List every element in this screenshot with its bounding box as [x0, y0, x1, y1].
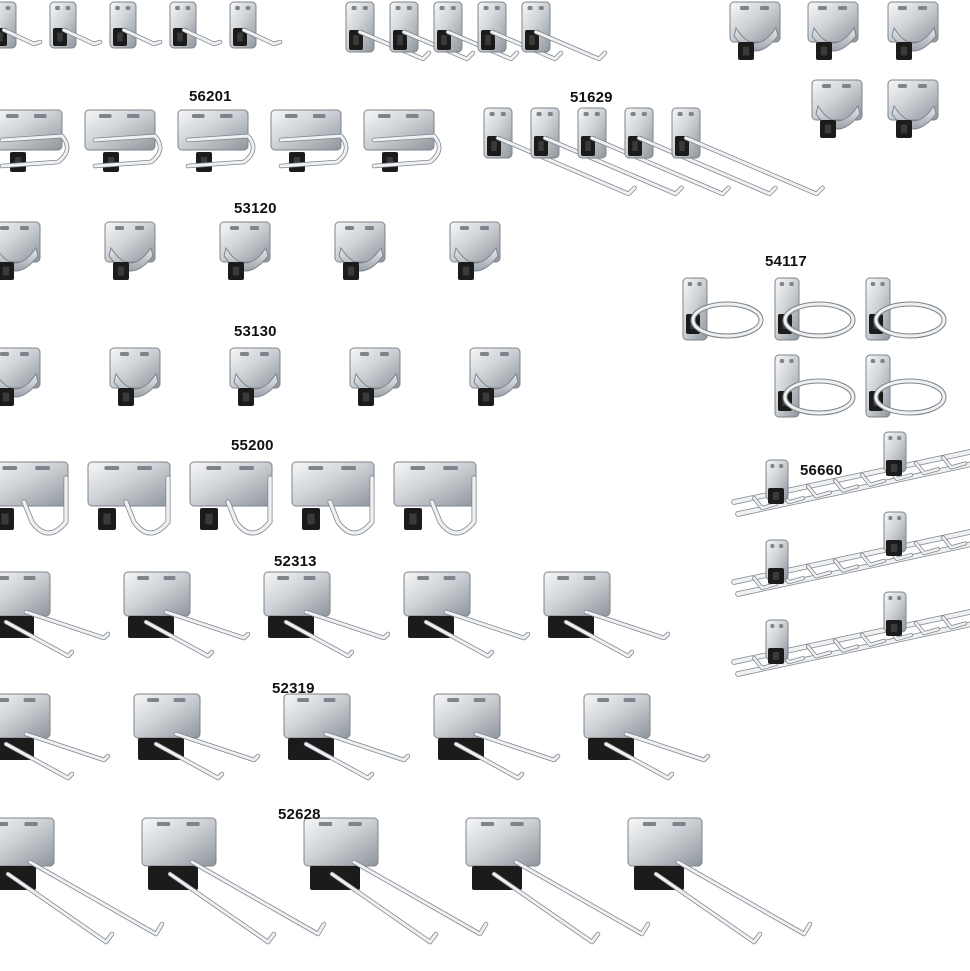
- long-hook-item: [433, 1, 520, 62]
- j-hook-item: [87, 461, 171, 536]
- ring-holder-item: [865, 277, 947, 341]
- spring-clip-item: [219, 221, 271, 280]
- loop-holder-item: [0, 109, 70, 172]
- spring-clip-item: [807, 1, 859, 60]
- ring-holder-item: [682, 277, 764, 341]
- j-hook-item: [393, 461, 477, 536]
- loop-holder-item: [84, 109, 163, 172]
- short-hook-item: [229, 1, 283, 49]
- double-hook-item: [133, 693, 261, 781]
- long-hook-item: [521, 1, 608, 62]
- ring-holder-item: [774, 354, 856, 418]
- spring-clip-item: [811, 79, 863, 138]
- double-hook-long-item: [0, 817, 165, 945]
- spring-clip-item: [0, 221, 41, 280]
- label-52313: 52313: [274, 553, 317, 570]
- double-hook-long-item: [465, 817, 651, 945]
- double-hook-item: [403, 571, 531, 659]
- j-hook-item: [0, 461, 69, 536]
- j-hook-item: [189, 461, 273, 536]
- group-g56201: [0, 109, 442, 172]
- loop-holder-item: [270, 109, 349, 172]
- long-hook-item: [577, 107, 731, 197]
- group-g55200: [0, 461, 477, 536]
- spring-clip-item: [729, 1, 781, 60]
- double-hook-item: [123, 571, 251, 659]
- label-53130: 53130: [234, 323, 277, 340]
- loop-holder-item: [363, 109, 442, 172]
- label-51629: 51629: [570, 89, 613, 106]
- spring-clip-item: [349, 347, 401, 406]
- group-g52313: [0, 571, 671, 659]
- spring-clip-item: [887, 1, 939, 60]
- double-hook-item: [433, 693, 561, 781]
- ring-holder-item: [865, 354, 947, 418]
- short-hook-item: [109, 1, 163, 49]
- long-hook-item: [477, 1, 564, 62]
- double-hook-item: [583, 693, 711, 781]
- label-56660: 56660: [800, 462, 843, 479]
- spring-clip-item: [104, 221, 156, 280]
- long-hook-item: [345, 1, 432, 62]
- double-hook-item: [283, 693, 411, 781]
- spring-clip-item: [449, 221, 501, 280]
- spring-clip-item: [109, 347, 161, 406]
- group-top-left-hooks: [0, 1, 283, 49]
- double-hook-long-item: [141, 817, 327, 945]
- label-53120: 53120: [234, 200, 277, 217]
- short-hook-item: [49, 1, 103, 49]
- double-hook-item: [543, 571, 671, 659]
- label-52628: 52628: [278, 806, 321, 823]
- group-g53120: [0, 221, 501, 280]
- spring-clip-item: [334, 221, 386, 280]
- long-hook-item: [671, 107, 825, 197]
- spring-clip-item: [469, 347, 521, 406]
- short-hook-item: [169, 1, 223, 49]
- multi-rack-item: [731, 431, 970, 517]
- label-52319: 52319: [272, 680, 315, 697]
- spring-clip-item: [229, 347, 281, 406]
- short-hook-item: [0, 1, 43, 49]
- group-g52319: [0, 693, 711, 781]
- label-55200: 55200: [231, 437, 274, 454]
- group-g52628: [0, 817, 813, 945]
- group-g51629: [483, 107, 825, 197]
- double-hook-item: [0, 571, 111, 659]
- label-54117: 54117: [765, 253, 807, 270]
- loop-holder-item: [177, 109, 256, 172]
- group-g54117: [682, 277, 947, 418]
- label-56201: 56201: [189, 88, 232, 105]
- ring-holder-item: [774, 277, 856, 341]
- group-top-mid-hooks: [345, 1, 608, 62]
- group-g56660: [731, 431, 970, 677]
- spring-clip-item: [0, 347, 41, 406]
- multi-rack-item: [731, 591, 970, 677]
- group-g53130: [0, 347, 521, 406]
- group-top-right-clips: [729, 1, 939, 138]
- multi-rack-item: [731, 511, 970, 597]
- double-hook-item: [263, 571, 391, 659]
- double-hook-long-item: [303, 817, 489, 945]
- spring-clip-item: [887, 79, 939, 138]
- long-hook-item: [389, 1, 476, 62]
- double-hook-long-item: [627, 817, 813, 945]
- j-hook-item: [291, 461, 375, 536]
- double-hook-item: [0, 693, 111, 781]
